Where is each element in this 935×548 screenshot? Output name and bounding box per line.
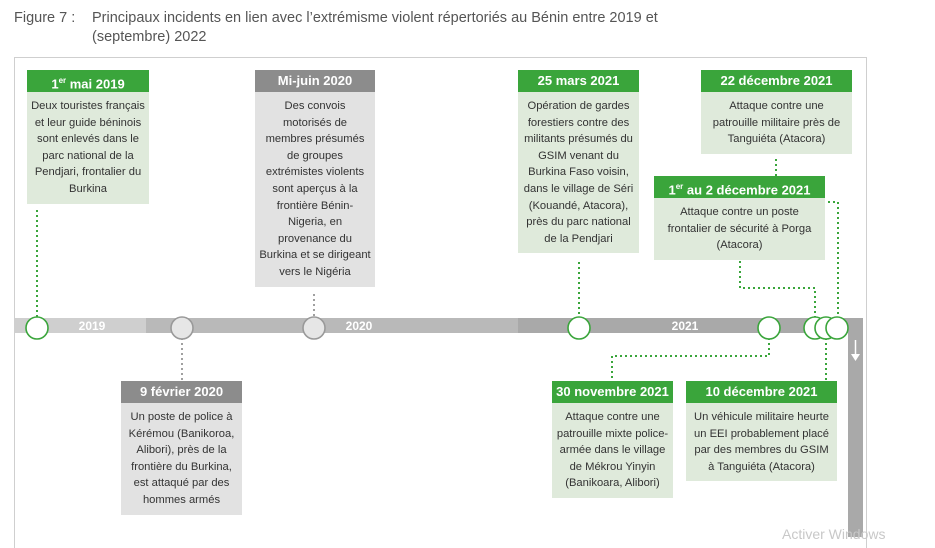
- year-label-2021: 2021: [672, 319, 699, 333]
- windows-activation-watermark: Activer Windows: [782, 526, 886, 542]
- marker-juin-2020: [302, 316, 326, 340]
- event-30-nov-2021: 30 novembre 2021 Attaque contre une patr…: [552, 381, 673, 498]
- timeline-graphics: 2019 2020 2021: [14, 159, 863, 537]
- event-22-dec-2021: 22 décembre 2021 Attaque contre une patr…: [701, 70, 852, 154]
- marker-30-nov-2021: [757, 316, 781, 340]
- event-date: 30 novembre 2021: [552, 381, 673, 403]
- marker-22-dec-2021: [825, 316, 849, 340]
- marker-fev-2020: [170, 316, 194, 340]
- event-fev-2020: 9 février 2020 Un poste de police à Kéré…: [121, 381, 242, 515]
- event-date: Mi-juin 2020: [255, 70, 375, 92]
- figure-label: Figure 7 :: [14, 10, 76, 26]
- figure-title-line1: Principaux incidents en lien avec l’extr…: [92, 10, 658, 26]
- timeline-bar-2020: [146, 318, 518, 333]
- year-label-2020: 2020: [346, 319, 373, 333]
- event-date: 1er au 2 décembre 2021: [654, 176, 825, 198]
- connector-1-dec-2021: [739, 261, 816, 318]
- figure-title-line2: (septembre) 2022: [92, 29, 207, 45]
- event-juin-2020: Mi-juin 2020 Des convois motorisés de me…: [255, 70, 375, 287]
- event-date: 25 mars 2021: [518, 70, 639, 92]
- event-description: Attaque contre une patrouille militaire …: [701, 92, 852, 154]
- event-description: Attaque contre un poste frontalier de sé…: [654, 198, 825, 260]
- timeline-arrow-head: [851, 354, 860, 361]
- year-label-2019: 2019: [79, 319, 106, 333]
- event-date: 9 février 2020: [121, 381, 242, 403]
- connector-30-nov-2021: [611, 333, 770, 381]
- event-date: 1er mai 2019: [27, 70, 149, 92]
- event-10-dec-2021: 10 décembre 2021 Un véhicule militaire h…: [686, 381, 837, 482]
- event-description: Attaque contre une patrouille mixte poli…: [552, 403, 673, 498]
- event-description: Opération de gardes forestiers contre de…: [518, 92, 639, 254]
- event-date: 10 décembre 2021: [686, 381, 837, 403]
- event-description: Un véhicule militaire heurte un EEI prob…: [686, 403, 837, 482]
- marker-mars-2021: [567, 316, 591, 340]
- event-date: 22 décembre 2021: [701, 70, 852, 92]
- event-description: Un poste de police à Kérémou (Banikoroa,…: [121, 403, 242, 515]
- event-description: Deux touristes français et leur guide bé…: [27, 92, 149, 204]
- diagram-frame: [14, 57, 867, 548]
- event-mai-2019: 1er mai 2019 Deux touristes français et …: [27, 70, 149, 204]
- timeline-vertical-bar: [848, 318, 863, 537]
- marker-mai-2019: [25, 316, 49, 340]
- event-mars-2021: 25 mars 2021 Opération de gardes foresti…: [518, 70, 639, 254]
- event-1-dec-2021: 1er au 2 décembre 2021 Attaque contre un…: [654, 176, 825, 260]
- event-description: Des convois motorisés de membres présumé…: [255, 92, 375, 287]
